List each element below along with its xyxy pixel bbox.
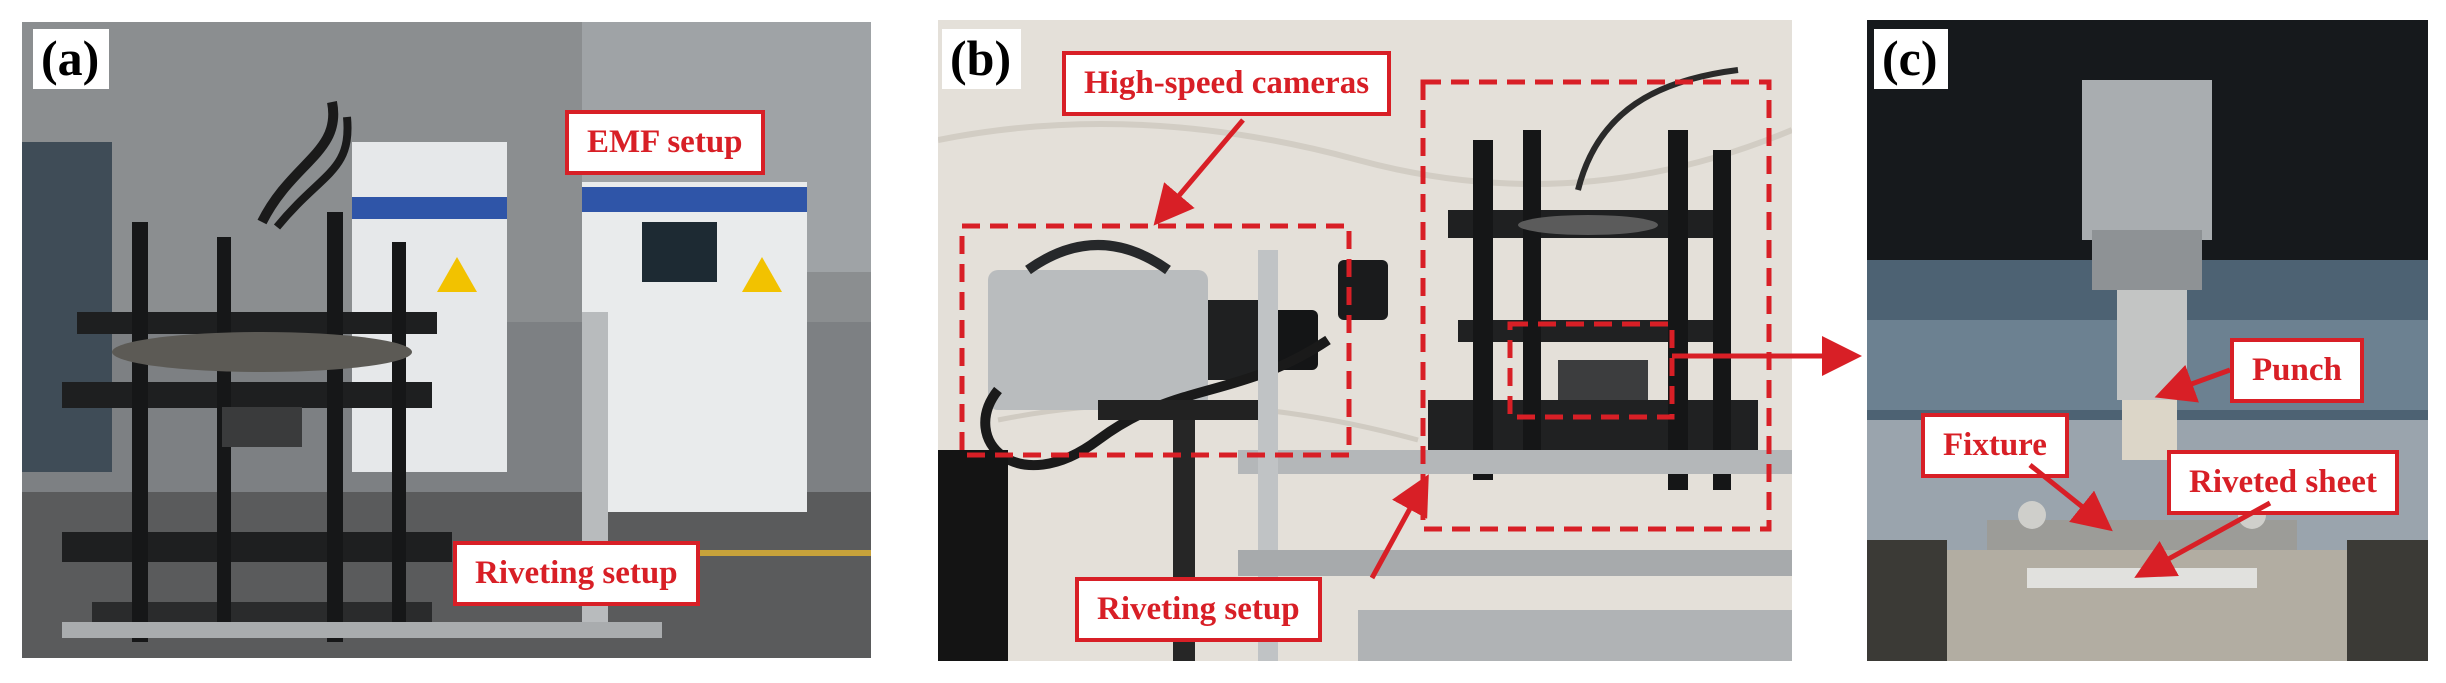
riveting-setup-label-b: Riveting setup (1075, 577, 1322, 642)
punch-label: Punch (2230, 338, 2364, 403)
riveting-setup-label-a: Riveting setup (453, 541, 700, 606)
riveted-sheet-label: Riveted sheet (2167, 450, 2399, 515)
high-speed-cameras-label: High-speed cameras (1062, 51, 1392, 116)
panel-b-photo (938, 20, 1792, 661)
camera-setup-photo (938, 20, 1792, 661)
fixture-label: Fixture (1921, 413, 2069, 478)
emf-setup-label: EMF setup (565, 110, 765, 175)
panel-b-letter: (b) (942, 29, 1022, 89)
panel-c-letter: (c) (1874, 29, 1948, 89)
panel-a-letter: (a) (33, 29, 110, 89)
